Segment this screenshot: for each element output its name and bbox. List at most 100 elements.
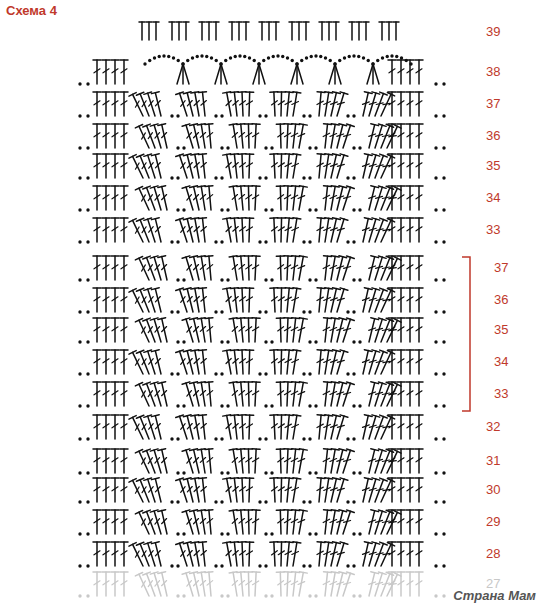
- stitch-line: [230, 349, 238, 351]
- stitch-line: [105, 154, 107, 178]
- chain-dot: [78, 532, 81, 535]
- stitch-line: [278, 287, 286, 289]
- stitch-line: [324, 227, 331, 230]
- stitch-line: [299, 256, 307, 257]
- chain-dot: [258, 114, 261, 117]
- stitch-line: [121, 487, 127, 491]
- stitch-line: [121, 133, 127, 137]
- row-number: 33: [494, 387, 508, 400]
- stitch-line: [123, 572, 125, 596]
- stitch-line: [149, 551, 153, 557]
- stitch-line: [147, 126, 155, 148]
- stitch-line: [129, 351, 136, 354]
- stitch-line: [187, 327, 192, 333]
- chain-dot: [357, 55, 360, 58]
- stitch-line: [162, 511, 167, 534]
- chain-dot: [264, 278, 267, 281]
- stitch-line: [205, 509, 213, 511]
- stitch-line: [292, 101, 299, 104]
- stitch-line: [103, 69, 109, 73]
- chain-dot: [86, 310, 89, 313]
- stitch-line: [319, 542, 321, 566]
- stitch-line: [407, 297, 413, 301]
- stitch-line: [201, 318, 205, 342]
- stitch-line: [155, 101, 160, 106]
- chain-dot: [78, 372, 81, 375]
- stitch-line: [356, 21, 362, 23]
- stitch-line: [363, 488, 370, 491]
- stitch-line: [409, 92, 411, 116]
- chain-dot: [352, 594, 355, 597]
- stitch-line: [112, 519, 118, 523]
- stitch-line: [398, 163, 404, 167]
- stitch-line: [331, 449, 339, 450]
- stitch-line: [103, 519, 109, 523]
- chain-dot: [78, 240, 81, 243]
- chain-dot: [338, 59, 341, 62]
- chain-dot: [78, 114, 81, 117]
- stitch-line: [337, 196, 344, 198]
- stitch-line: [111, 509, 119, 511]
- stitch-line: [369, 488, 376, 490]
- stitch-line: [407, 424, 413, 428]
- stitch-line: [94, 69, 100, 73]
- stitch-line: [102, 91, 110, 93]
- stitch-line: [129, 289, 136, 292]
- stitch-line: [299, 449, 307, 450]
- stitch-line: [158, 318, 166, 320]
- stitch-line: [285, 227, 291, 230]
- stitch-line: [416, 133, 422, 137]
- stitch-line: [111, 477, 119, 479]
- stitch-line: [120, 448, 128, 450]
- stitch-line: [253, 195, 259, 199]
- stitch-line: [324, 509, 332, 511]
- chain-dot: [386, 55, 389, 58]
- stitch-line: [324, 101, 331, 104]
- stitch-line: [201, 163, 207, 168]
- stitch-line: [337, 228, 344, 230]
- stitch-line: [102, 287, 110, 289]
- stitch-line: [324, 551, 331, 554]
- stitch-line: [378, 382, 386, 384]
- row-number: 33: [486, 223, 500, 236]
- stitch-line: [142, 297, 146, 303]
- stitch-line: [181, 297, 185, 303]
- stitch-line: [186, 511, 193, 534]
- stitch-line: [284, 317, 292, 319]
- stitch-line: [190, 449, 198, 451]
- stitch-line: [324, 424, 331, 427]
- stitch-line: [148, 351, 155, 374]
- stitch-line: [344, 196, 351, 198]
- stitch-line: [226, 297, 231, 302]
- chain-dot: [434, 471, 437, 474]
- chain-dot: [270, 471, 273, 474]
- stitch-line: [324, 185, 332, 187]
- stitch-line: [199, 477, 207, 479]
- chain-dot: [434, 146, 437, 149]
- stitch-line: [369, 511, 375, 534]
- stitch-line: [223, 92, 231, 93]
- chain-dot: [258, 240, 261, 243]
- stitch-line: [324, 297, 331, 300]
- stitch-line: [201, 572, 205, 596]
- stitch-line: [323, 327, 329, 330]
- stitch-line: [155, 487, 160, 492]
- stitch-line: [105, 415, 107, 439]
- stitch-line: [102, 217, 110, 219]
- stitch-line: [190, 124, 198, 126]
- stitch-line: [397, 123, 405, 125]
- chain-dot: [78, 340, 81, 343]
- row-number: 29: [486, 515, 500, 528]
- stitch-line: [319, 350, 321, 374]
- stitch-line: [223, 478, 231, 479]
- stitch-line: [227, 92, 231, 116]
- stitch-line: [112, 227, 118, 231]
- stitch-line: [287, 288, 289, 312]
- stitch-line: [111, 571, 119, 573]
- stitch-line: [227, 350, 231, 374]
- stitch-line: [114, 318, 116, 342]
- stitch-line: [112, 359, 118, 363]
- stitch-line: [96, 218, 98, 242]
- stitch-line: [407, 195, 413, 199]
- stitch-line: [386, 124, 393, 127]
